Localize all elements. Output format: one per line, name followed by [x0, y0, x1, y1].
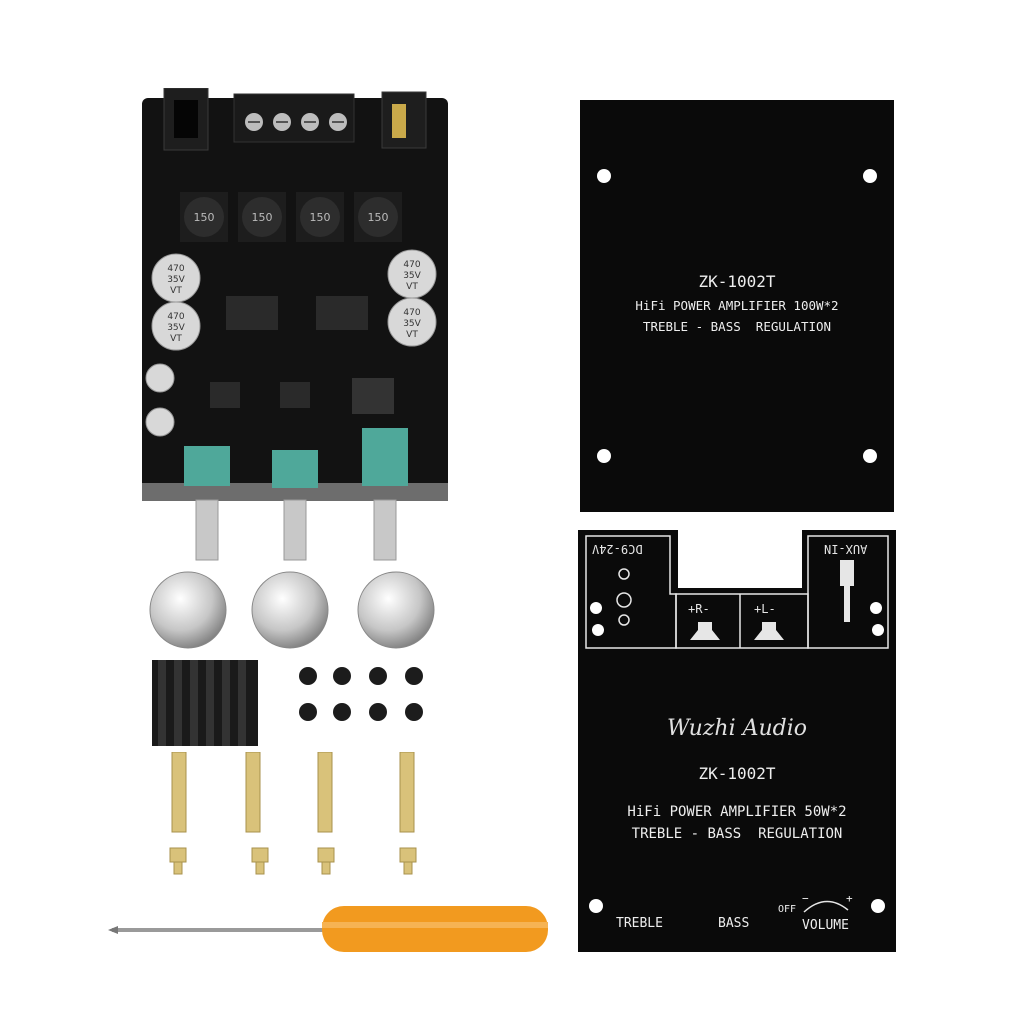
volume-plus: +	[846, 892, 853, 905]
screw	[299, 703, 317, 721]
spec-line-2: TREBLE - BASS REGULATION	[642, 319, 832, 334]
volume-minus: −	[802, 892, 809, 905]
off-label: OFF	[778, 904, 797, 915]
spec-line-2: TREBLE - BASS REGULATION	[631, 826, 843, 842]
standoff-nut	[169, 847, 187, 863]
screw	[369, 667, 387, 685]
power-input-label: DC9-24V	[592, 542, 643, 556]
standoff-nut	[317, 847, 335, 863]
screws	[299, 667, 423, 721]
cap-label: VT	[406, 282, 418, 292]
inductors: 150 150 150 150	[180, 192, 402, 242]
potentiometers	[184, 428, 408, 561]
heatsink	[152, 660, 258, 746]
speaker-icon-left	[754, 622, 784, 640]
cap-label: 470	[403, 308, 420, 318]
dc-polarity-icon	[616, 568, 632, 626]
knobs	[149, 571, 435, 649]
cap-label: 35V	[167, 275, 185, 285]
cap-label: VT	[170, 334, 182, 344]
aux-input-label: AUX-IN	[824, 542, 868, 556]
amplifier-board: 150 150 150 150 470 35V VT 470 35V VT 47…	[142, 88, 448, 561]
cap-label: 470	[167, 264, 184, 274]
screw	[333, 667, 351, 685]
spec-line-1: HiFi POWER AMPLIFIER 50W*2	[627, 804, 847, 820]
volume-arc-icon	[803, 900, 849, 913]
front-face-panel: DC9-24V AUX-IN +R- +L- Wuzhi Audio ZK-10…	[578, 530, 896, 952]
screw	[405, 667, 423, 685]
cap-label: VT	[170, 286, 182, 296]
speaker-terminal-block	[233, 93, 355, 143]
standoff	[171, 752, 187, 833]
screw	[369, 703, 387, 721]
speaker-icon-right	[690, 622, 720, 640]
screw	[299, 667, 317, 685]
standoffs	[169, 752, 417, 875]
capacitors: 470 35V VT 470 35V VT 470 35V VT 470 35V…	[145, 249, 437, 437]
model-label: ZK-1002T	[698, 764, 776, 783]
bluetooth-chip	[352, 378, 394, 414]
knob	[357, 571, 435, 649]
model-label: ZK-1002T	[698, 272, 776, 291]
standoff-nut	[251, 847, 269, 863]
standoff	[399, 752, 415, 833]
screw	[333, 703, 351, 721]
standoff	[317, 752, 333, 833]
knob	[149, 571, 227, 649]
amplifier-chip	[316, 296, 368, 330]
standoff	[245, 752, 261, 833]
screw	[405, 703, 423, 721]
aux-jack-icon	[840, 560, 854, 622]
cap-label: 35V	[167, 323, 185, 333]
top-cover-panel: ZK-1002T HiFi POWER AMPLIFIER 100W*2 TRE…	[580, 100, 894, 512]
inductor-mark: 150	[310, 211, 331, 224]
volume-label: VOLUME	[802, 918, 849, 933]
treble-label: TREBLE	[616, 916, 663, 931]
bass-label: BASS	[718, 916, 750, 931]
screwdriver-handle	[322, 906, 548, 952]
spec-line-1: HiFi POWER AMPLIFIER 100W*2	[635, 298, 839, 313]
brand-logo: Wuzhi Audio	[666, 716, 808, 741]
knob	[251, 571, 329, 649]
cap-label: 470	[403, 260, 420, 270]
inductor-mark: 150	[368, 211, 389, 224]
cap-label: VT	[406, 330, 418, 340]
left-channel-label: +L-	[754, 602, 776, 616]
front-panel-shape	[578, 530, 896, 952]
screwdriver	[108, 906, 548, 952]
inductor-mark: 150	[194, 211, 215, 224]
cap-label: 35V	[403, 319, 421, 329]
inductor-mark: 150	[252, 211, 273, 224]
cap-label: 35V	[403, 271, 421, 281]
mounting-holes	[597, 169, 877, 463]
cap-label: 470	[167, 312, 184, 322]
amplifier-chip	[226, 296, 278, 330]
standoff-nut	[399, 847, 417, 863]
right-channel-label: +R-	[688, 602, 710, 616]
